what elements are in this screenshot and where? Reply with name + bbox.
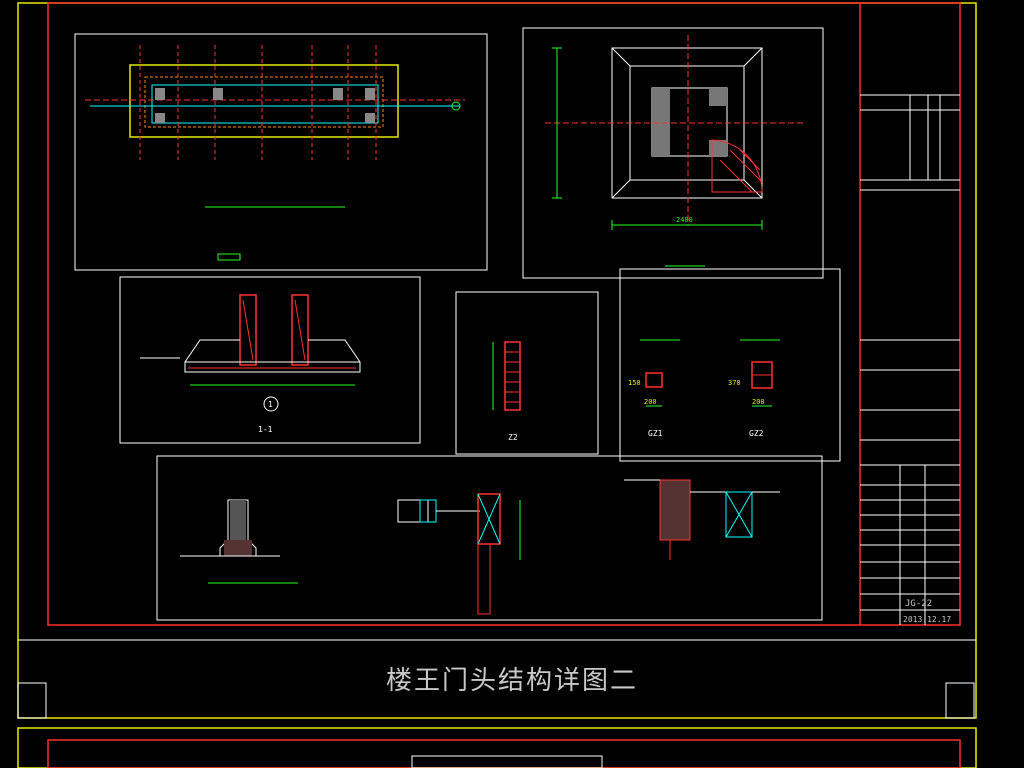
panel-gz: 200 150 GZ1 200 370 GZ2 (619, 268, 841, 462)
gz2-height-dim: 370 (728, 379, 741, 387)
corner-mark-left (17, 682, 47, 719)
corner-mark-right (945, 682, 975, 719)
section-callout-number: 1 (268, 400, 273, 409)
column-z2-label: Z2 (508, 433, 518, 442)
section-1-1-label: 1-1 (258, 425, 273, 434)
panel-column-z2: Z2 (455, 291, 599, 455)
gz1-width-dim: 200 (644, 398, 657, 406)
panel-section-1-1: 1 1-1 (119, 276, 421, 444)
sheet-title: 楼王门头结构详图二 (385, 666, 638, 696)
panel-canopy-details (156, 455, 823, 621)
plan-width-dim: 2400 (676, 216, 693, 224)
next-sheet-border (47, 739, 961, 768)
title-block: JG-22 2013.12.17 (859, 3, 960, 625)
gz2-label: GZ2 (749, 429, 764, 438)
gz1-label: GZ1 (648, 429, 663, 438)
panel-footing-plan: 2400 (522, 27, 824, 279)
next-sheet-frame (17, 727, 977, 768)
next-sheet-box (411, 755, 603, 768)
drawing-border (47, 2, 961, 626)
outer-frame (17, 2, 977, 719)
panel-plan (74, 33, 488, 271)
drawing-number: JG-22 (905, 599, 932, 609)
gz1-height-dim: 150 (628, 379, 641, 387)
section-callout-circle (263, 396, 279, 412)
gz2-width-dim: 200 (752, 398, 765, 406)
drawing-date: 2013.12.17 (903, 615, 951, 624)
